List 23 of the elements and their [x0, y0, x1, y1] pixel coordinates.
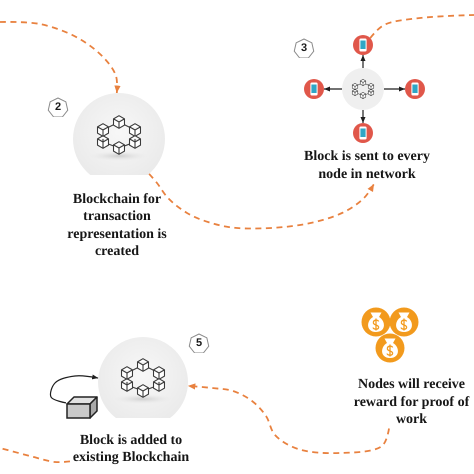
arrow: [50, 374, 98, 404]
step-caption: Nodes will receive reward for proof of work: [349, 376, 474, 428]
dashed-line: [0, 447, 70, 464]
step-number: 3: [293, 38, 315, 58]
phone-icon: [405, 79, 425, 99]
dashed-line: [370, 14, 474, 39]
arrow: [384, 86, 405, 92]
dashed-arrow: [148, 173, 375, 230]
arrow: [360, 110, 366, 123]
hub-circle: [342, 68, 384, 110]
phone-icon: [304, 79, 324, 99]
phone-icon: [353, 35, 373, 55]
step-caption: Block is sent to every node in network: [297, 148, 437, 184]
dashed-arrow: [188, 383, 390, 454]
arrow: [360, 55, 366, 68]
block-cube: [66, 396, 98, 419]
step-caption: Block is added to existing Blockchain: [70, 433, 192, 466]
step-number: 5: [188, 333, 210, 353]
step-number: 2: [47, 97, 69, 117]
phone-icon: [353, 123, 373, 143]
arrow: [324, 86, 342, 92]
step-caption: Blockchain for transaction representation is created: [66, 191, 168, 260]
dashed-arrow: [0, 21, 121, 94]
